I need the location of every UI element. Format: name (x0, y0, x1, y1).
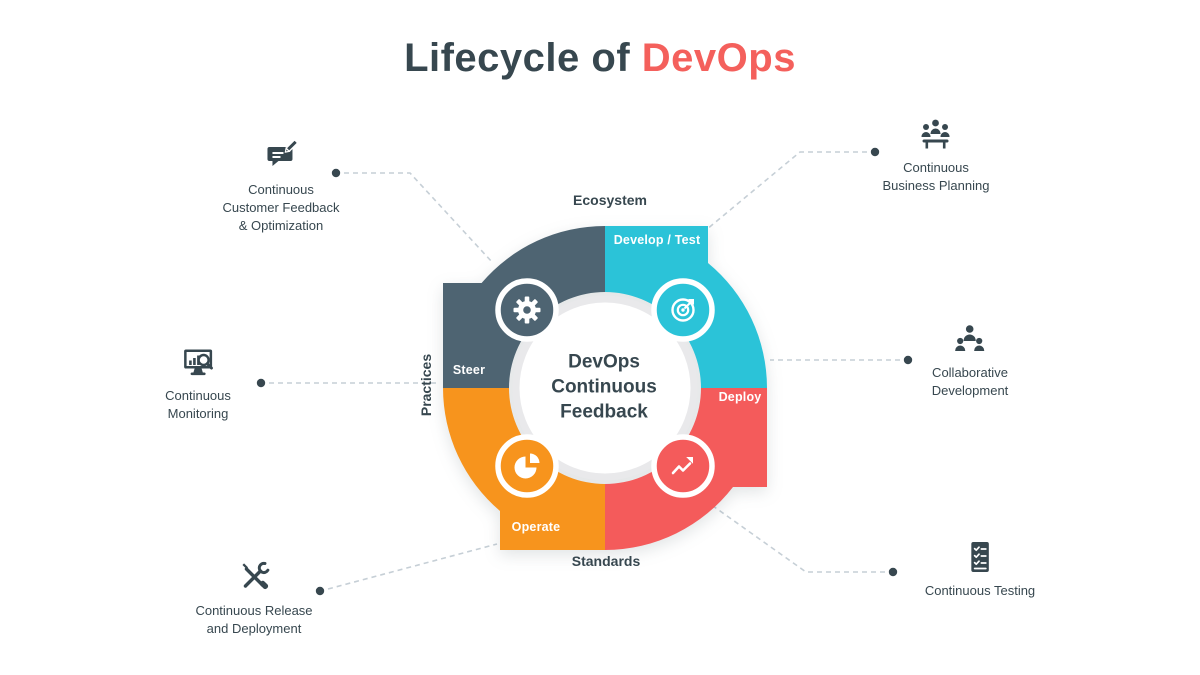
title-prefix: Lifecycle of (404, 36, 642, 80)
satellite-label: Continuous Business Planning (882, 160, 990, 193)
center-line: DevOps (568, 351, 640, 373)
satellite-monitoring: Continuous Monitoring (165, 344, 231, 423)
satellite-label: Continuous Release and Deployment (195, 603, 313, 636)
target-icon (671, 298, 695, 322)
chart-badge (651, 434, 715, 498)
center-label: DevOps Continuous Feedback (514, 350, 694, 425)
center-line: Feedback (560, 401, 648, 423)
satellite-label: Collaborative Development (931, 365, 1009, 398)
axis-label-standards: Standards (571, 553, 641, 569)
pie-chart-icon (514, 453, 540, 479)
inner-ring (512, 295, 698, 481)
connector-dot (315, 586, 325, 596)
satellite-label: Continuous Customer Feedback & Optimizat… (222, 182, 340, 233)
satellite-customer-feedback: Continuous Customer Feedback & Optimizat… (222, 138, 340, 235)
badges (495, 278, 715, 498)
connector-testing (712, 505, 885, 573)
title-accent: DevOps (641, 36, 796, 80)
connectors (256, 147, 913, 596)
connector-dot (331, 168, 341, 178)
connector-dot (256, 378, 266, 388)
connector-customer-feedback (344, 172, 493, 263)
connector-dot (888, 567, 898, 577)
satellite-collaborative-development: Collaborative Development (931, 321, 1009, 400)
connector-dot (870, 147, 880, 157)
quadrant-label-develop-test: Develop / Test (613, 233, 701, 247)
connector-release-deployment (327, 543, 498, 590)
quadrant-label-steer: Steer (452, 363, 486, 377)
connector-business-planning (705, 151, 867, 231)
page-title: Lifecycle of DevOps (0, 36, 1200, 81)
satellite-label: Continuous Testing (924, 583, 1036, 598)
collaboration-icon (955, 325, 985, 351)
meeting-icon (922, 119, 950, 149)
feedback-icon (267, 139, 298, 166)
tools-icon (241, 561, 269, 590)
quadrant-label-operate: Operate (511, 520, 561, 534)
quadrant-label-deploy: Deploy (718, 390, 762, 404)
monitoring-icon (184, 349, 213, 376)
center-line: Continuous (551, 376, 657, 398)
satellite-label: Continuous Monitoring (165, 388, 231, 421)
satellite-testing: Continuous Testing (925, 539, 1035, 600)
satellite-business-planning: Continuous Business Planning (882, 116, 990, 195)
connector-dot (903, 355, 913, 365)
pie-badge (495, 434, 559, 498)
checklist-icon (971, 542, 989, 572)
satellite-release-deployment: Continuous Release and Deployment (195, 559, 313, 638)
axis-label-ecosystem: Ecosystem (573, 192, 647, 208)
gear-icon (513, 296, 541, 324)
axis-label-practices: Practices (418, 353, 434, 417)
